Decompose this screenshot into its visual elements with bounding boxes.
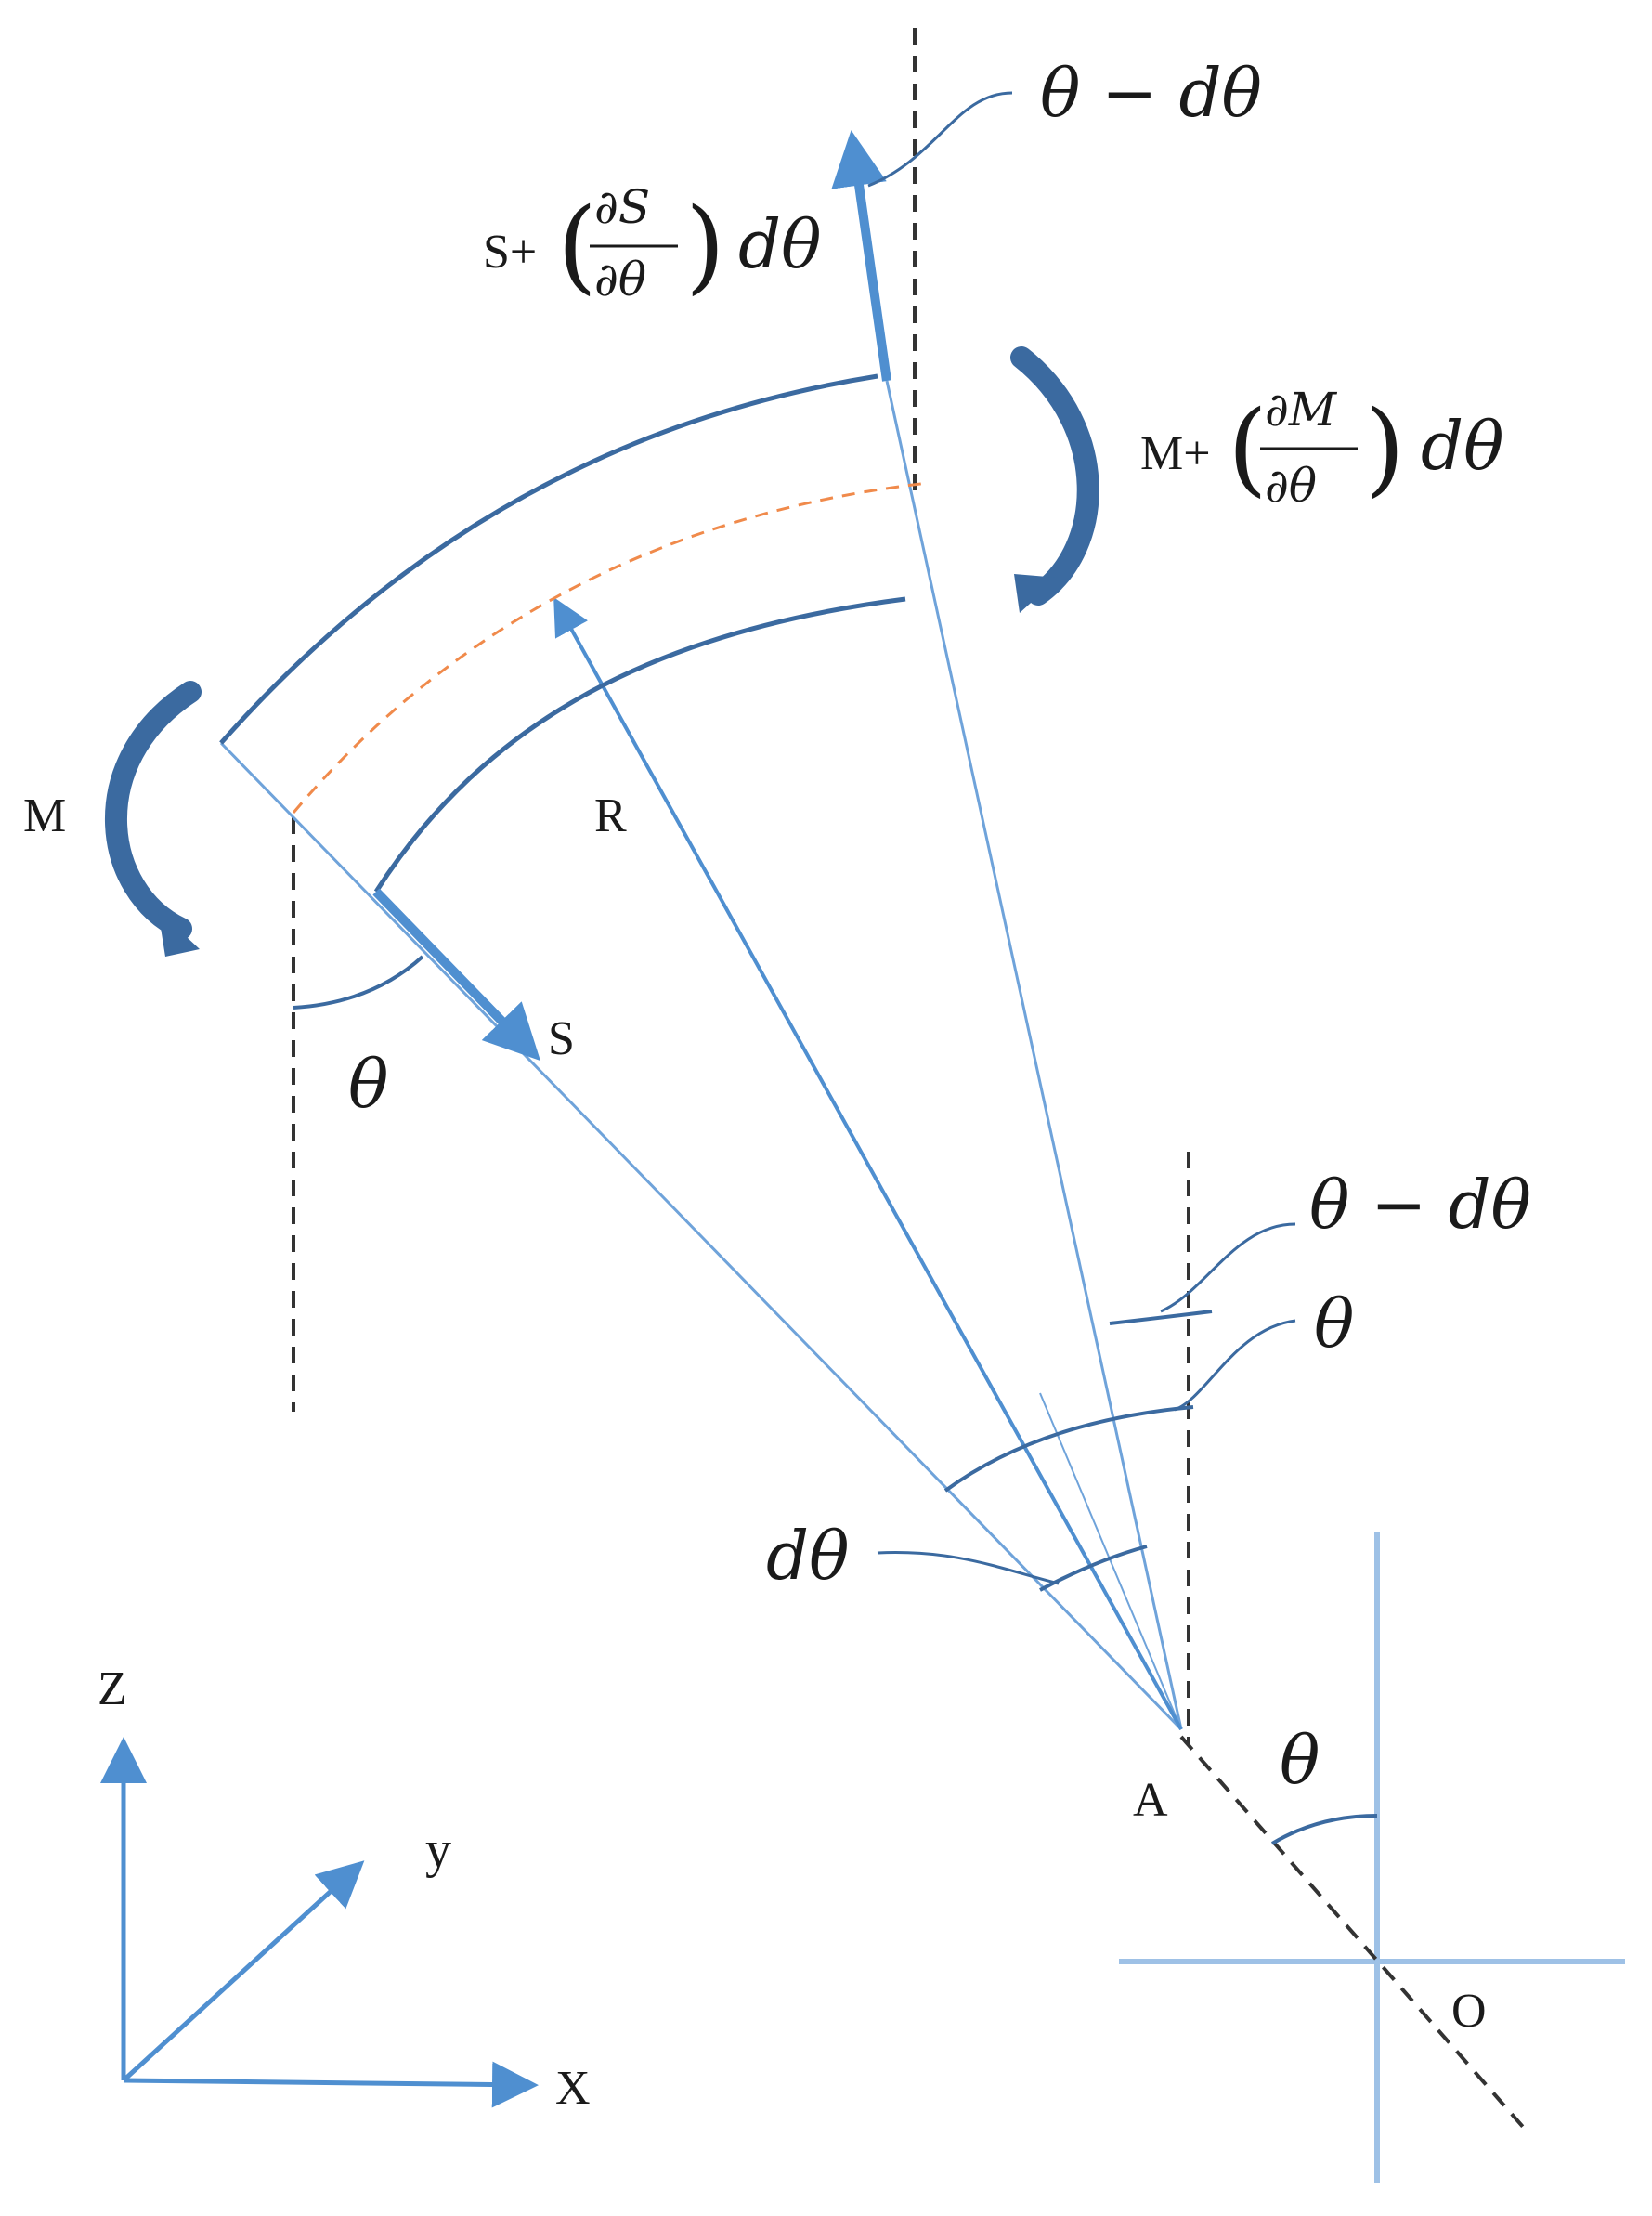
theta-arc-bottom [1270,1814,1378,1845]
label-radius: R [594,789,627,842]
x-axis [123,2061,539,2108]
shear-force-end-arrow [831,130,891,382]
label-theta-minus-dtheta-right: θ − dθ [1309,1166,1531,1244]
moment-end-frac-num: ∂M [1265,383,1338,437]
shear-end-frac-num: ∂S [594,180,650,234]
label-axis-z: Z [98,1662,127,1715]
label-theta-minus-dtheta-top: θ − dθ [1040,54,1262,132]
radial-line-end-section [885,380,1183,1730]
moment-end-suffix: dθ [1421,407,1503,485]
shear-force-start-arrow [372,888,540,1062]
leader-dtheta [877,1551,1060,1585]
label-shear-end: S+ ( ∂S ∂θ ) dθ [483,180,821,306]
moment-start-arrow-body [105,681,202,940]
leader-theta-minus-dtheta-right [1160,1222,1296,1313]
leader-theta-minus-dtheta-top [867,91,1013,188]
label-point-a: A [1133,1774,1168,1827]
label-theta-right: θ [1314,1284,1354,1362]
theta-minus-dtheta-arc-right [1109,1310,1213,1325]
label-theta-bottom: θ [1280,1721,1320,1799]
label-axis-x: X [555,2062,591,2115]
moment-end-paren-close: ) [1365,388,1405,507]
neutral-axis [292,481,930,814]
label-shear-start: S [548,1012,575,1065]
label-theta-left: θ [348,1045,388,1123]
label-axis-y: y [425,1821,451,1879]
moment-end-arrowhead [1014,574,1059,613]
y-axis [122,1860,365,2082]
radial-line-start-section [219,741,1183,1731]
shear-end-paren-close: ) [685,186,725,305]
shear-end-suffix: dθ [738,205,821,283]
theta-arc-right [943,1405,1194,1493]
shear-end-frac-den: ∂θ [594,253,646,306]
beam-inner-edge [373,596,906,893]
label-point-o: O [1451,1985,1487,2038]
radius-arrow [553,597,1183,1730]
label-dtheta: dθ [766,1517,849,1595]
moment-start-arrowhead [158,910,200,957]
label-moment-end: M+ ( ∂M ∂θ ) dθ [1140,383,1503,513]
shear-end-prefix: S+ [483,226,537,279]
moment-end-frac-den: ∂θ [1265,459,1317,513]
a-to-o-dashed-line [1179,1735,1525,2129]
leader-theta-right [1174,1319,1296,1412]
theta-arc-left [293,955,424,1010]
moment-end-arrow-body [1010,346,1099,606]
moment-end-prefix: M+ [1140,427,1211,480]
label-moment-start: M [23,789,66,842]
dtheta-arc [1039,1545,1148,1592]
curved-moment-arrow-icon [105,681,202,957]
beam-outer-edge [219,373,878,745]
curved-moment-arrow-icon [1010,346,1099,613]
radial-line-dtheta [1039,1392,1182,1730]
